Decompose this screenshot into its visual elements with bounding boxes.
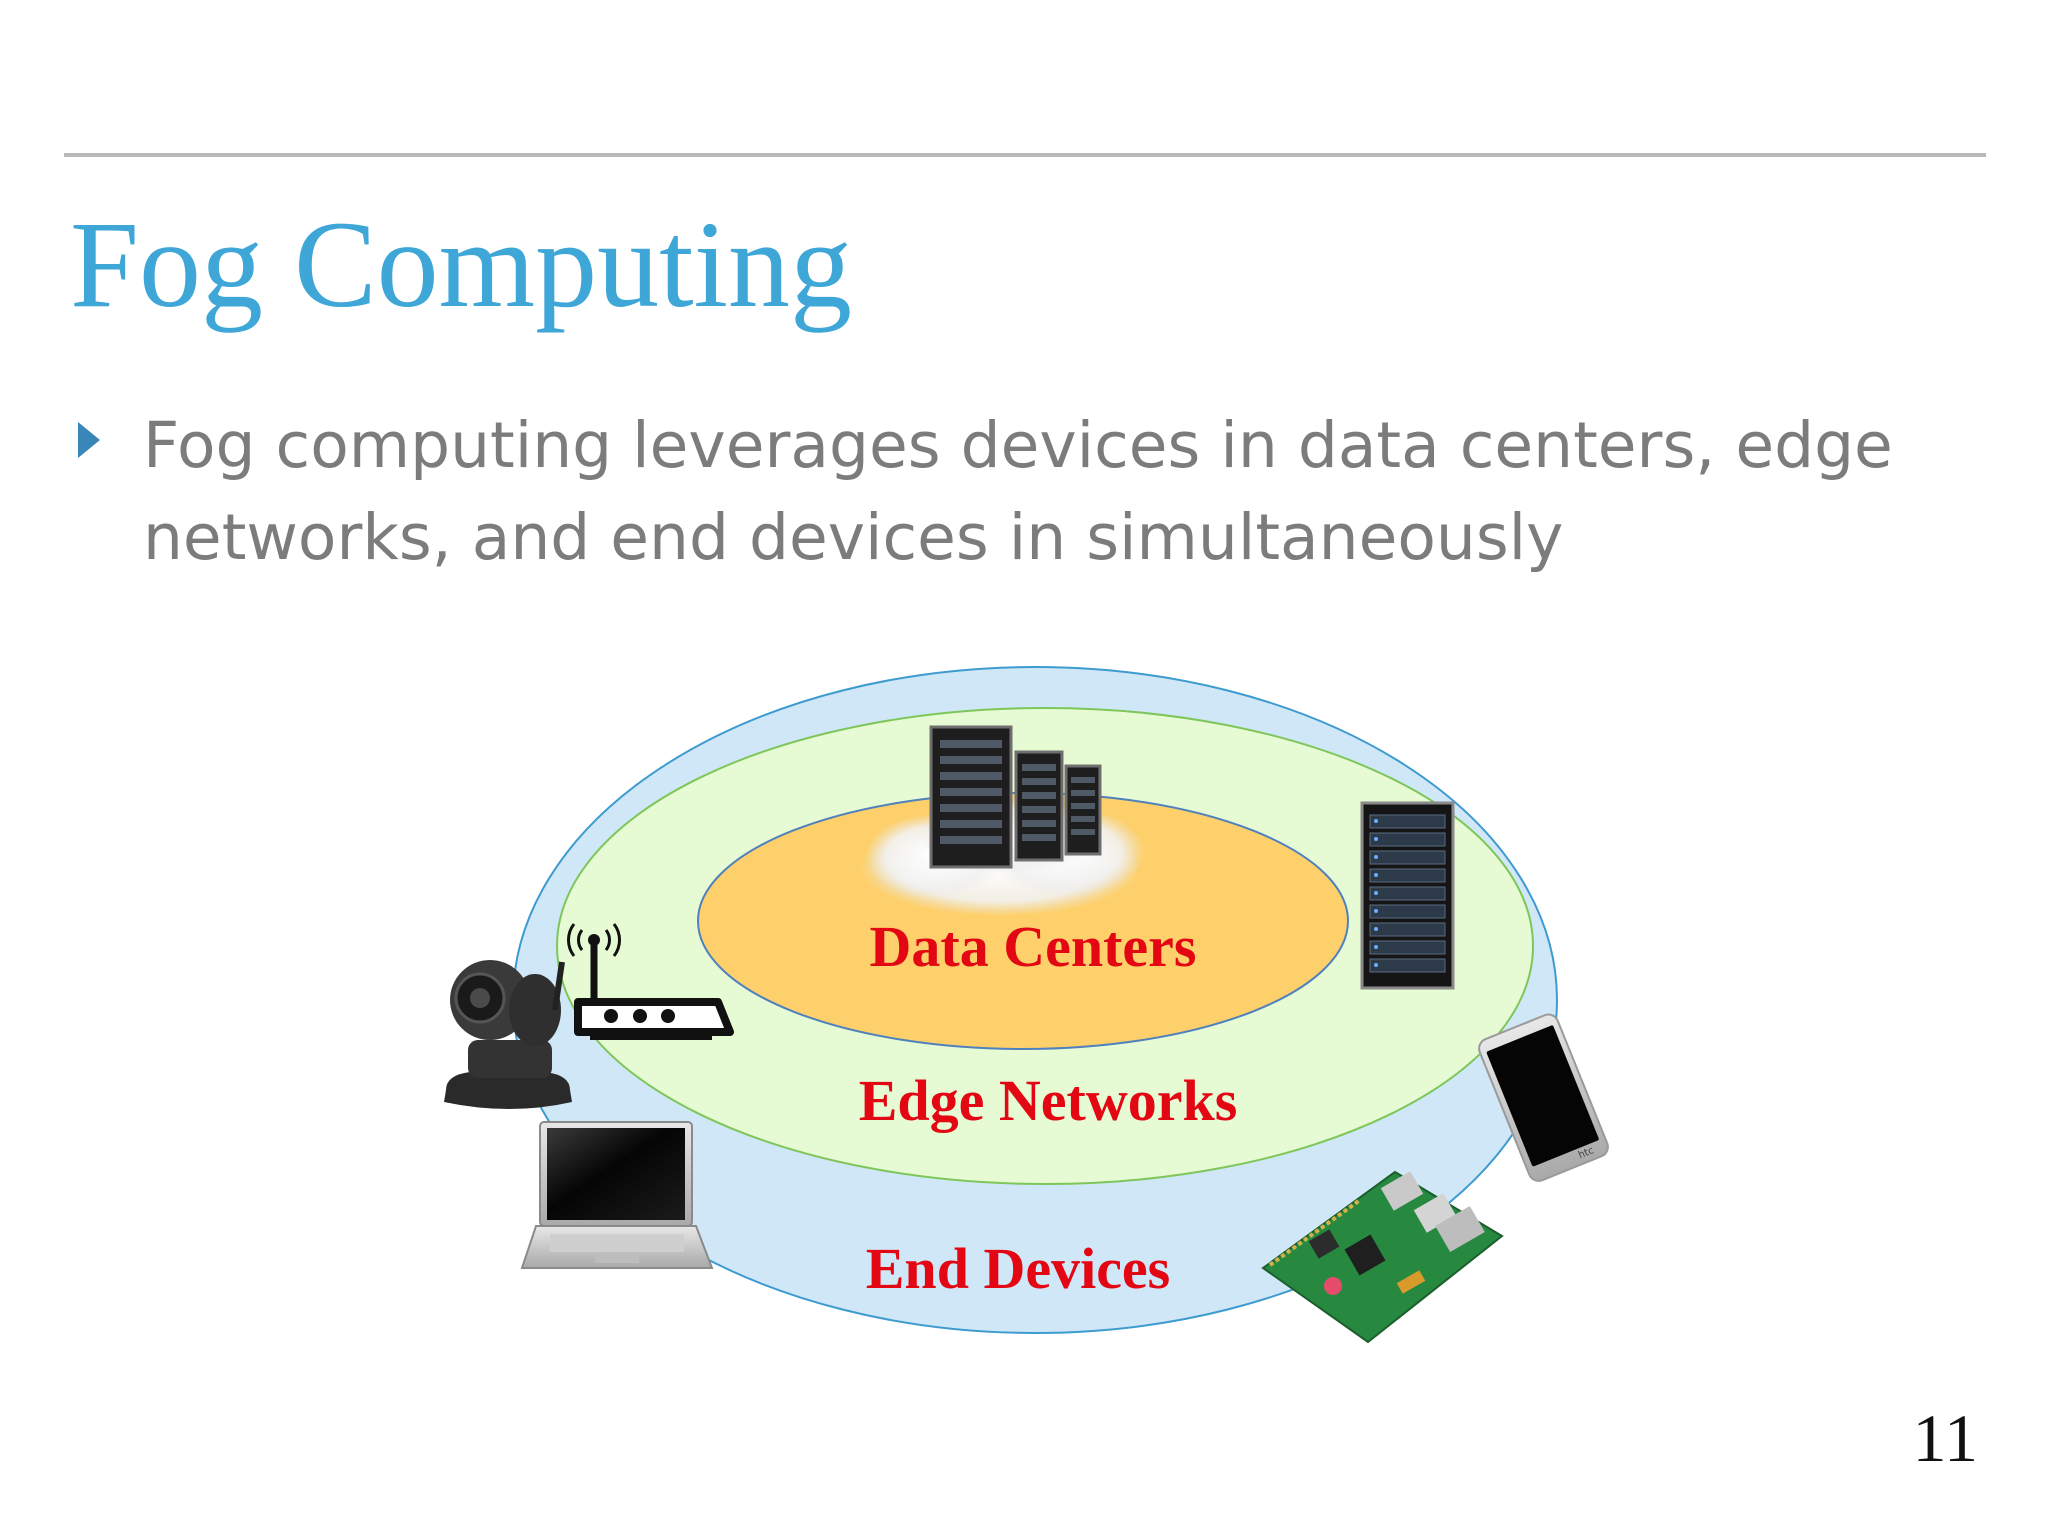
smartphone-icon: htc: [1478, 1013, 1609, 1182]
label-data-centers: Data Centers: [870, 914, 1197, 979]
bullet-text: Fog computing leverages devices in data …: [143, 409, 1893, 574]
server-cluster-icon: [929, 725, 1102, 869]
raspberry-pi-board-icon: [1261, 1170, 1504, 1344]
label-edge-networks: Edge Networks: [859, 1068, 1238, 1133]
server-rack-icon: [1360, 801, 1455, 990]
slide-title: Fog Computing: [70, 196, 853, 333]
label-end-devices: End Devices: [866, 1236, 1171, 1301]
page-number: 11: [1912, 1400, 1978, 1476]
ip-camera-icon: [444, 960, 572, 1109]
laptop-icon: [520, 1121, 714, 1269]
header-divider: [64, 153, 1986, 157]
phone-brand-text: htc: [1577, 1145, 1596, 1161]
bullet-triangle-icon: [78, 422, 100, 458]
wifi-router-icon: [567, 923, 734, 1040]
